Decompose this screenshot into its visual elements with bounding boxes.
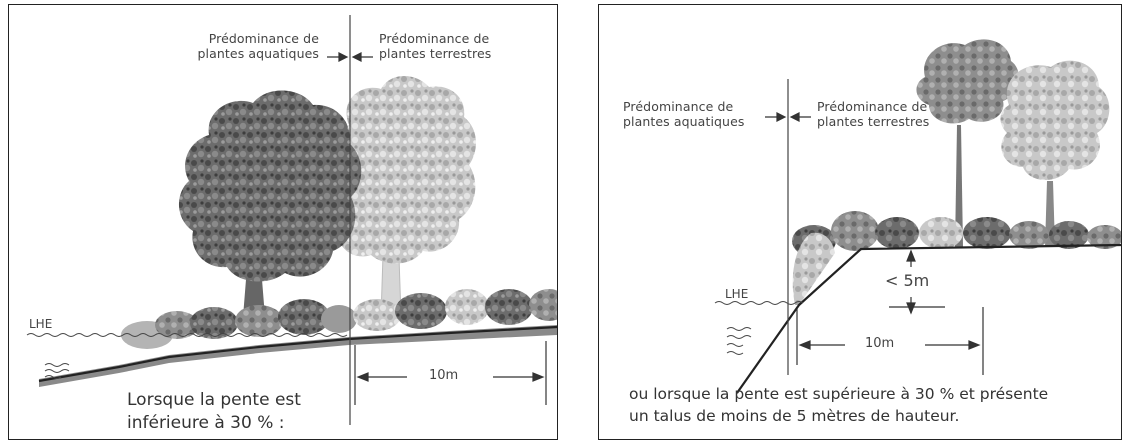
- water-level-label: LHE: [29, 317, 53, 331]
- caption-gentle-slope: Lorsque la pente est inférieure à 30 % :: [127, 390, 301, 433]
- boundary-arrows: [327, 52, 373, 62]
- ground-gentle-slope: [39, 325, 557, 387]
- steep-slope-illustration: [714, 39, 1121, 394]
- label-aquatic-predominance: Prédominance de plantes aquatiques: [197, 31, 319, 61]
- shrub-row: [121, 289, 557, 349]
- gentle-slope-illustration: [26, 15, 557, 425]
- diagram-panel-gentle-slope: Prédominance de plantes aquatiques Prédo…: [8, 4, 558, 440]
- water-level-lines: [26, 333, 348, 379]
- label-terrestrial-predominance: Prédominance de plantes terrestres: [379, 31, 492, 61]
- ground-steep-bank: [736, 243, 1121, 394]
- height-label: < 5m: [885, 271, 930, 290]
- height-dimension: [889, 249, 945, 315]
- diagram-panel-steep-slope: Prédominance de plantes aquatiques Prédo…: [598, 4, 1122, 440]
- boundary-arrows: [765, 112, 811, 122]
- label-aquatic-predominance: Prédominance de plantes aquatiques: [623, 99, 745, 129]
- water-level-label: LHE: [725, 287, 749, 301]
- upland-trees: [916, 39, 1110, 247]
- label-terrestrial-predominance: Prédominance de plantes terrestres: [817, 99, 930, 129]
- distance-dimension: [796, 307, 984, 375]
- distance-label: 10m: [865, 336, 895, 351]
- water-level-lines: [714, 301, 804, 355]
- distance-label: 10m: [429, 368, 459, 383]
- terrestrial-tree: [328, 76, 476, 318]
- aquatic-side-tree: [178, 90, 362, 317]
- bank-shrubs: [792, 211, 1121, 257]
- distance-dimension: [354, 341, 547, 405]
- caption-steep-slope: ou lorsque la pente est supérieure à 30 …: [629, 385, 1049, 425]
